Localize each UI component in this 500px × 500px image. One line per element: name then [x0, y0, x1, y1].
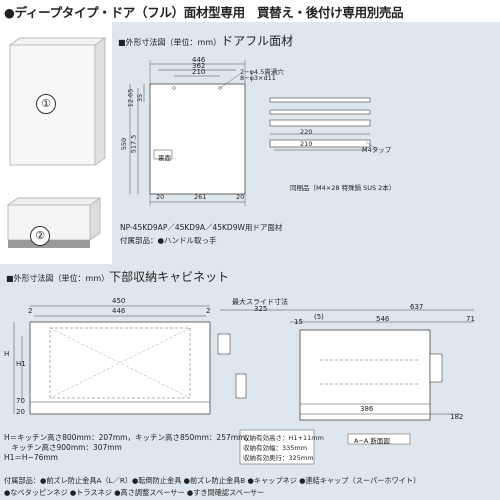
- door-unit-top: [8, 37, 107, 46]
- cabinet-top: [6, 197, 102, 206]
- dim-637: 637: [410, 303, 424, 311]
- dim-220: 220: [300, 128, 313, 136]
- capacity-width: 収納有効幅：335mm: [243, 444, 308, 452]
- door-model: NP-45KD9AP／45KD9A／45KD9W用ドア面材: [120, 223, 283, 232]
- dim-446: 446: [192, 56, 206, 64]
- dim-hole-a: 2−φ4.5貫通穴: [240, 68, 284, 76]
- dim-446-cab: 446: [112, 307, 126, 315]
- dim-550: 550: [120, 137, 129, 151]
- dim-546: 546: [376, 315, 390, 323]
- dim-70: 70: [16, 397, 25, 405]
- dim-12-65: 12.65: [126, 88, 135, 108]
- cabinet-section-heading: ■外形寸法図（単位：mm）下部収納キャビネット: [6, 270, 230, 284]
- dim-15: 15: [294, 318, 303, 326]
- dim-182: 182: [450, 413, 464, 421]
- cabinet-drawing: [13, 305, 474, 465]
- photo-label-1: ①: [36, 94, 56, 114]
- product-photos: [0, 20, 112, 260]
- cabinet-front-outline: [29, 321, 211, 415]
- h-note-3: H1＝H−76mm: [4, 453, 58, 462]
- capacity-depth: 収納有効奥行：325mm: [243, 454, 314, 462]
- cabinet-side-outline: [299, 329, 431, 421]
- dim-450: 450: [112, 297, 126, 305]
- dim-h1: H1: [16, 360, 26, 368]
- dim-20b: 20: [236, 193, 245, 201]
- section-label: A−A 断面図: [354, 437, 390, 445]
- dim-325: 325: [254, 305, 268, 313]
- handle-front-view: [269, 97, 371, 103]
- door-outline: [149, 83, 246, 195]
- dim-2a: 2: [28, 307, 33, 315]
- parts-line-2: ●なべタッピンネジ ●トラスネジ ●高さ調整スペーサー ●すき間確認スペーサー: [4, 488, 265, 497]
- dim-362: 362: [192, 62, 206, 70]
- dim-386: 386: [360, 405, 374, 413]
- dim-35: 35: [136, 93, 145, 103]
- door-unit-side: [94, 37, 106, 166]
- dim-71: 71: [466, 315, 475, 323]
- dim-20a: 20: [156, 193, 165, 201]
- m4-tap: M4タップ: [362, 146, 392, 154]
- screw-note: 同梱品（M4×28 特殊鍋 SUS 2本）: [290, 184, 396, 192]
- capacity-box: [239, 429, 315, 465]
- dim-210-handle: 210: [300, 140, 313, 148]
- parts-line-1: 付属部品：●前ズレ防止金具A（L／R）●転倒防止金具 ●前ズレ防止金具B ●キャ…: [4, 476, 421, 485]
- dim-slide-label: 最大スライド寸法: [232, 298, 288, 306]
- dim-210: 210: [192, 68, 206, 76]
- page-title: ●ディープタイプ・ドア（フル）面材型専用 買替え・後付け専用別売品: [4, 5, 404, 20]
- cabinet-base: [8, 240, 90, 248]
- h-note-1: H＝キッチン高さ800mm：207mm，キッチン高さ850mm：257mm，: [4, 433, 253, 442]
- dim-5: (5): [314, 313, 324, 321]
- door-accessory: 付属部品：●ハンドル取っ手: [120, 236, 217, 245]
- dim-517-5: 517.5: [129, 134, 138, 154]
- photo-label-2: ②: [30, 226, 50, 246]
- cabinet-side: [89, 197, 101, 241]
- dim-hole-b: 8−φ3×d11: [240, 74, 276, 82]
- dim-20-cab: 20: [16, 408, 25, 416]
- capacity-height: 収納有効高さ：H1+11mm: [243, 434, 324, 442]
- dim-2b: 2: [206, 307, 211, 315]
- section-label-box: [347, 433, 411, 445]
- dim-h: H: [4, 350, 10, 358]
- door-section-heading: ■外形寸法図（単位：mm）ドアフル面材: [118, 34, 294, 48]
- h-note-2: キッチン高さ900mm：307mm: [4, 443, 122, 452]
- door-drawing: [129, 60, 379, 206]
- back-label: 裏面: [158, 154, 171, 162]
- product-photo-illustrations: [6, 37, 107, 248]
- handle-side-view: [269, 139, 371, 148]
- dim-261: 261: [194, 193, 207, 201]
